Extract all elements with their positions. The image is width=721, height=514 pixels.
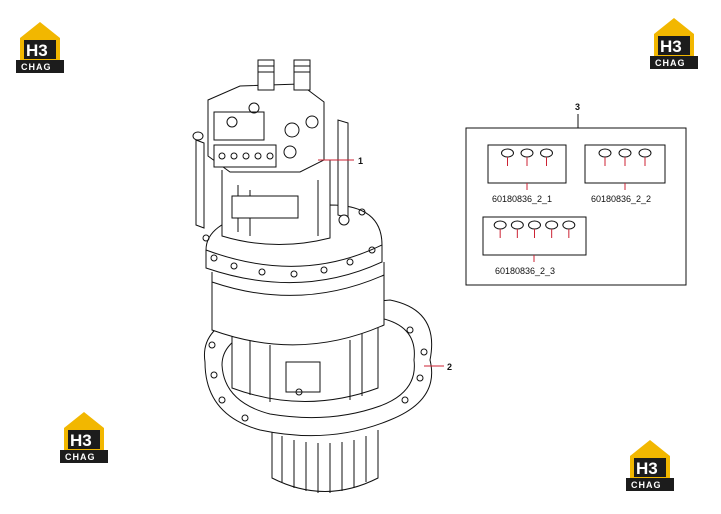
- o-ring-icon: [520, 148, 534, 158]
- valve-block: [207, 83, 325, 173]
- o-ring-icon: [618, 148, 632, 158]
- o-ring-icon: [501, 148, 514, 158]
- logo-top-left: H3 CHAG: [16, 22, 64, 73]
- kit-1-label: 60180836_2_1: [492, 194, 552, 204]
- rods: [192, 119, 350, 229]
- o-ring-icon: [540, 148, 553, 158]
- o-ring-icon: [638, 148, 652, 158]
- lower-drum: [211, 262, 385, 346]
- logo-mark: H3: [660, 37, 682, 56]
- logo-bottom-right: H3 CHAG: [626, 440, 674, 491]
- logo-wordmark: CHAG: [631, 480, 662, 490]
- logo-mark: H3: [26, 41, 48, 60]
- logo-top-right: H3 CHAG: [650, 18, 698, 69]
- kit-3-label: 60180836_2_3: [495, 266, 555, 276]
- kit-1-rings: [501, 148, 553, 166]
- logo-mark: H3: [70, 431, 92, 450]
- o-ring-icon: [510, 220, 524, 230]
- callout-2: 2: [424, 362, 452, 372]
- o-ring-icon: [562, 220, 576, 230]
- kit-2-label: 60180836_2_2: [591, 194, 651, 204]
- o-ring-icon: [528, 220, 541, 230]
- swing-motor-drawing: [192, 59, 433, 493]
- o-ring-icon: [598, 148, 612, 158]
- callout-3-label: 3: [575, 102, 580, 112]
- kit-1: 60180836_2_1: [487, 144, 567, 204]
- callout-3: 3: [575, 102, 580, 128]
- callout-2-label: 2: [447, 362, 452, 372]
- logo-mark: H3: [636, 459, 658, 478]
- logo-wordmark: CHAG: [65, 452, 96, 462]
- o-ring-icon: [545, 220, 559, 230]
- o-ring-icon: [493, 220, 507, 230]
- logo-bottom-left: H3 CHAG: [60, 412, 108, 463]
- logo-wordmark: CHAG: [655, 58, 686, 68]
- kit-2-rings: [598, 148, 652, 166]
- output-pinion: [271, 430, 379, 493]
- seal-kit-panel: 60180836_2_1 60180836_2_2 60180836_2_3: [465, 127, 687, 286]
- motor-body: [221, 160, 331, 246]
- kit-3-rings: [493, 220, 576, 238]
- callout-1-label: 1: [358, 156, 363, 166]
- kit-2: 60180836_2_2: [584, 144, 666, 204]
- fittings: [257, 59, 311, 91]
- logo-wordmark: CHAG: [21, 62, 52, 72]
- kit-3: 60180836_2_3: [482, 216, 587, 276]
- callout-1: 1: [318, 156, 363, 166]
